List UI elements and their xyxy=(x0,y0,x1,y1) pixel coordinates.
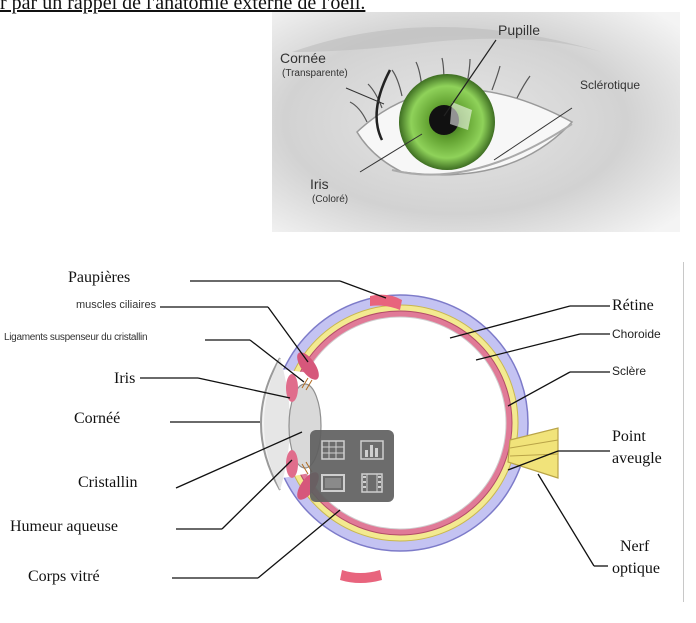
label-optique: optique xyxy=(612,560,660,578)
label-ligaments: Ligaments suspenseur du cristallin xyxy=(4,332,147,343)
label-sclere: Sclère xyxy=(612,364,646,378)
insert-object-overlay xyxy=(310,430,394,502)
label-aveugle: aveugle xyxy=(612,450,662,468)
label-iris-sub: (Coloré) xyxy=(312,194,348,205)
external-eye-photo: Cornée (Transparente) Pupille Sclérotiqu… xyxy=(272,12,680,232)
chart-icon[interactable] xyxy=(353,434,390,465)
film-icon[interactable] xyxy=(353,467,390,498)
label-pupille: Pupille xyxy=(498,22,540,38)
label-muscles-ciliaires: muscles ciliaires xyxy=(76,299,156,311)
label-cornee-diagram: Cornéé xyxy=(74,410,120,428)
label-cornee-sub: (Transparente) xyxy=(282,68,348,79)
label-point: Point xyxy=(612,428,646,446)
page-divider xyxy=(683,262,684,602)
label-cornee: Cornée xyxy=(280,50,326,66)
label-iris: Iris xyxy=(114,370,135,388)
table-icon[interactable] xyxy=(314,434,351,465)
label-choroide: Choroide xyxy=(612,327,661,341)
label-humeur-aqueuse: Humeur aqueuse xyxy=(10,518,118,536)
label-sclerotique: Sclérotique xyxy=(580,78,640,92)
label-retine: Rétine xyxy=(612,297,654,315)
screen-icon[interactable] xyxy=(314,467,351,498)
label-iris-photo: Iris xyxy=(310,176,329,192)
label-cristallin: Cristallin xyxy=(78,474,138,492)
label-corps-vitre: Corps vitré xyxy=(28,568,100,586)
label-paupieres: Paupières xyxy=(68,269,130,287)
label-nerf: Nerf xyxy=(620,538,649,556)
